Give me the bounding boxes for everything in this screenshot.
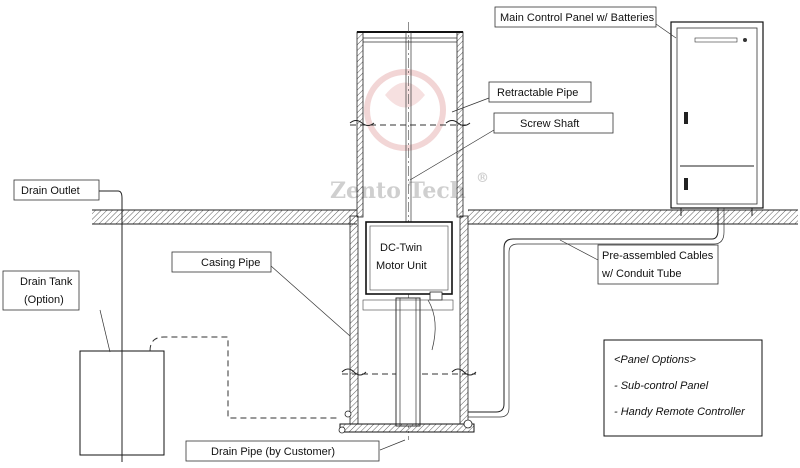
drain-tank-label-line2: (Option) xyxy=(24,294,64,306)
panel-options-box xyxy=(603,339,763,437)
main-control-panel-label-box xyxy=(494,6,657,28)
casing-pipe-label: Casing Pipe xyxy=(201,257,260,269)
drain-pipe xyxy=(149,336,340,419)
main-control-panel-label: Main Control Panel w/ Batteries xyxy=(500,12,655,24)
drain-pipe-label-box xyxy=(185,440,380,462)
watermark-mark: ® xyxy=(476,171,489,186)
cables-label-box xyxy=(597,244,719,285)
drain-outlet-pipe xyxy=(60,190,123,462)
ground-surface xyxy=(92,209,798,225)
drain-outlet-label-box xyxy=(13,179,100,201)
cables-label-line1: Pre-assembled Cables xyxy=(602,250,714,262)
drain-tank-label-line1: Drain Tank xyxy=(20,276,73,288)
cables-label-line2: w/ Conduit Tube xyxy=(601,268,682,280)
motor-unit-label-line2: Motor Unit xyxy=(376,260,427,272)
retractable-pipe-label-box xyxy=(488,81,592,103)
panel-option-item: - Sub-control Panel xyxy=(614,380,709,392)
watermark-logo xyxy=(364,69,446,151)
screw-shaft-label-box xyxy=(493,112,614,134)
lower-guide-assembly xyxy=(362,297,454,427)
cables-conduit xyxy=(468,208,725,418)
retractable-pipe xyxy=(349,31,471,218)
drain-pipe-label: Drain Pipe (by Customer) xyxy=(211,446,335,458)
drain-tank-label-box xyxy=(2,270,80,311)
main-control-panel xyxy=(670,21,764,216)
base-plate xyxy=(338,410,475,434)
screw-shaft-label: Screw Shaft xyxy=(520,118,579,130)
retractable-pipe-label: Retractable Pipe xyxy=(497,87,578,99)
watermark-text: Zento Tech xyxy=(330,178,466,204)
casing-pipe-label-box xyxy=(171,251,272,273)
drain-outlet-label: Drain Outlet xyxy=(21,185,80,197)
panel-option-item: - Handy Remote Controller xyxy=(614,406,746,418)
panel-options-title: <Panel Options> xyxy=(614,354,697,366)
motor-unit-label-line1: DC-Twin xyxy=(380,242,422,254)
motor-unit xyxy=(365,221,453,301)
